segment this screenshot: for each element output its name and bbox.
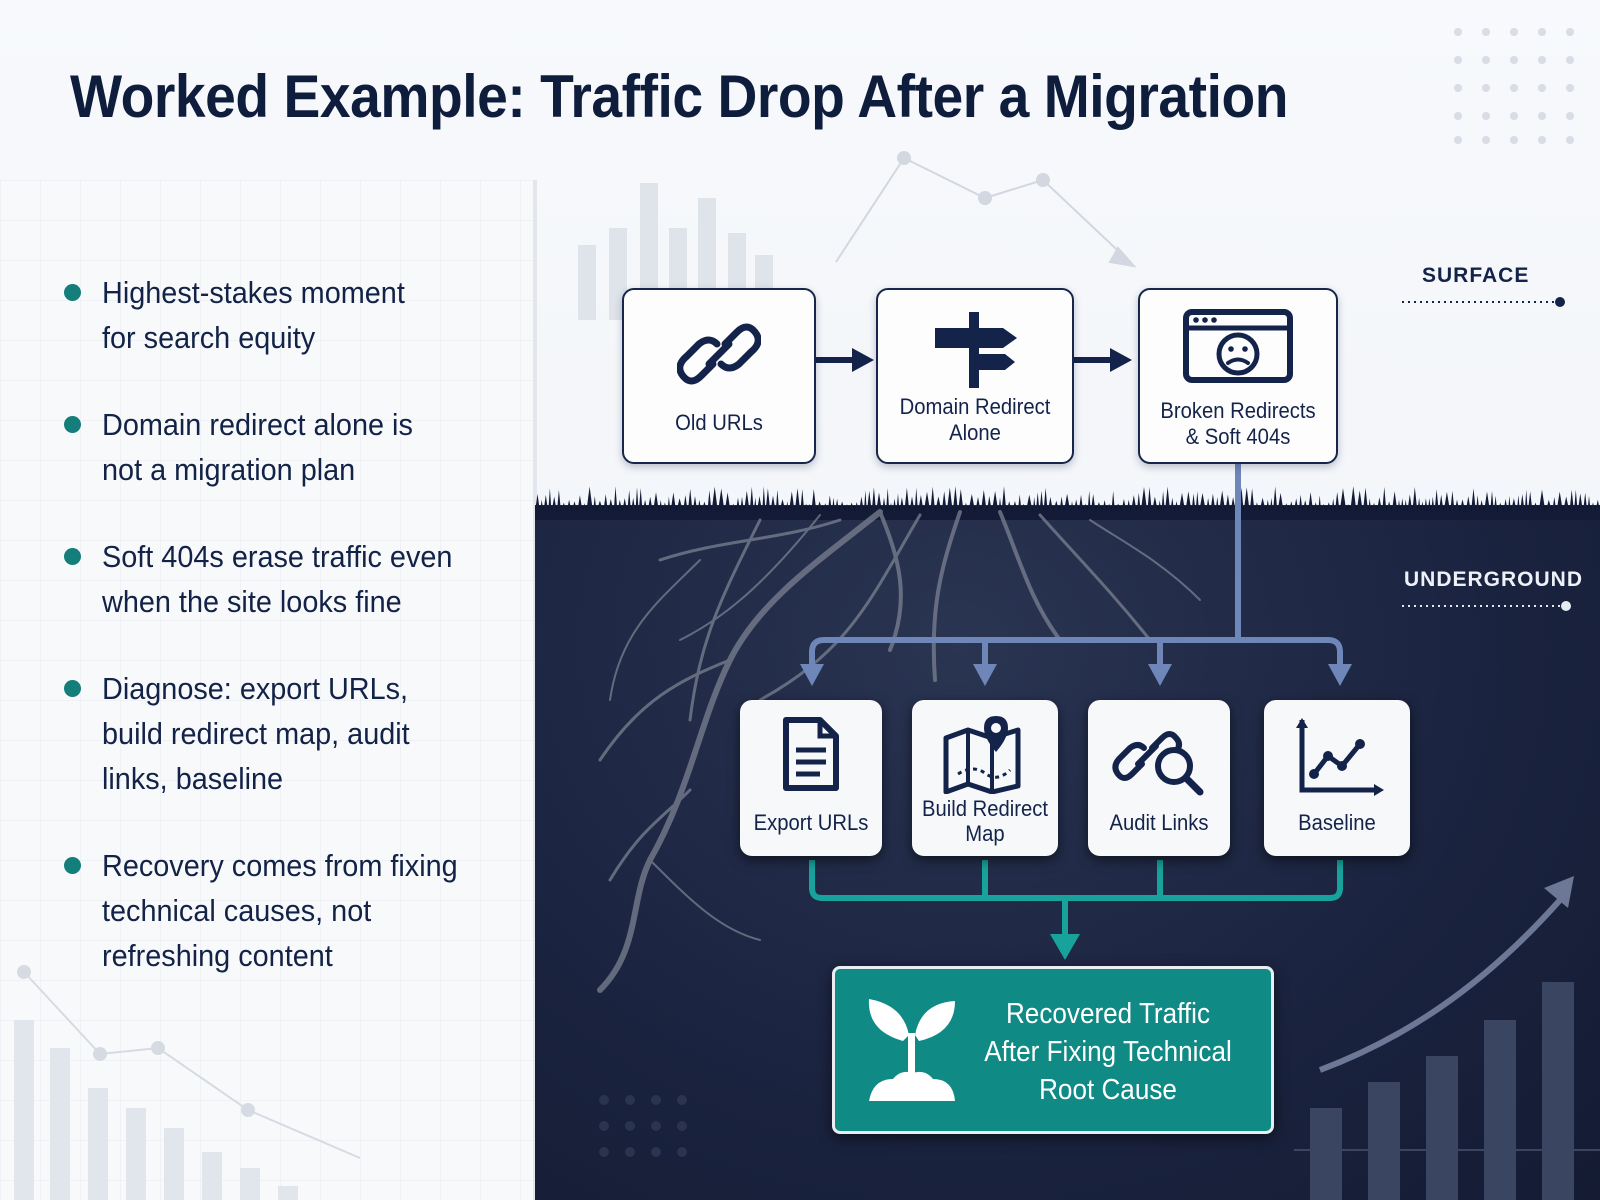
surface-arrows (812, 348, 1132, 372)
node-audit-links: Audit Links (1088, 700, 1230, 856)
bullet-text: Soft 404s erase traffic even when the si… (102, 539, 453, 619)
node-domain-redirect: Domain Redirect Alone (876, 288, 1074, 464)
node-label: Broken Redirects & Soft 404s (1160, 398, 1316, 449)
left-panel-grid (0, 180, 535, 1200)
node-baseline: Baseline (1264, 700, 1410, 856)
map-pin-icon (943, 716, 1021, 794)
node-build-redirect-map: Build Redirect Map (912, 700, 1058, 856)
node-label: Old URLs (675, 410, 763, 435)
node-label: Domain Redirect Alone (899, 394, 1051, 445)
surface-marker (1402, 297, 1565, 307)
line-chart-icon (1296, 718, 1384, 796)
bullet-list: Highest-stakes moment for search equity … (62, 270, 532, 978)
node-recovered-traffic: Recovered Traffic After Fixing Technical… (832, 966, 1274, 1134)
node-label: Baseline (1298, 810, 1376, 835)
dot-grid-top-right (1454, 28, 1574, 144)
bullet-text: Highest-stakes moment for search equity (102, 275, 405, 355)
bullet-text: Recovery comes from fixing technical cau… (102, 848, 458, 973)
outcome-connector (809, 860, 1343, 940)
bullet-dot (64, 284, 81, 301)
underground-marker (1402, 601, 1571, 611)
chain-link-icon (677, 323, 761, 385)
sad-browser-icon (1183, 309, 1293, 383)
grass-band (535, 486, 1600, 520)
outcome-arrowhead (1050, 934, 1080, 960)
underground-label: UNDERGROUND (1404, 568, 1583, 591)
node-label: Export URLs (753, 810, 869, 835)
signpost-icon (935, 312, 1017, 388)
page-title: Worked Example: Traffic Drop After a Mig… (70, 63, 1288, 130)
faded-line-chart-top (835, 151, 1137, 268)
node-label: Recovered Traffic After Fixing Technical… (984, 998, 1232, 1106)
sprout-icon (868, 999, 955, 1101)
node-old-urls: Old URLs (622, 288, 816, 464)
bullet-dot (64, 857, 81, 874)
roots (597, 509, 1201, 993)
document-icon (783, 717, 839, 791)
surface-label: SURFACE (1422, 264, 1530, 287)
left-panel (0, 180, 535, 1200)
bullet-dot (64, 680, 81, 697)
bullet-item: Recovery comes from fixing technical cau… (62, 843, 532, 978)
bullet-text: Domain redirect alone is not a migration… (102, 407, 413, 487)
bullet-item: Soft 404s erase traffic even when the si… (62, 534, 532, 624)
bullet-dot (64, 416, 81, 433)
diagnose-arrowheads (800, 664, 1352, 686)
bullet-item: Highest-stakes moment for search equity (62, 270, 532, 360)
dot-grid-bottom (599, 1095, 687, 1157)
faded-growth-chart (1294, 876, 1600, 1200)
faded-bar-chart-bottom-left (14, 1020, 298, 1200)
bullet-dot (64, 548, 81, 565)
node-broken-redirects: Broken Redirects & Soft 404s (1138, 288, 1338, 464)
node-label: Build Redirect Map (921, 796, 1048, 846)
link-search-icon (1112, 731, 1204, 796)
bullet-text: Diagnose: export URLs, build redirect ma… (102, 671, 410, 796)
bullet-item: Diagnose: export URLs, build redirect ma… (62, 666, 532, 801)
diagnose-connector (809, 462, 1343, 668)
bullet-item: Domain redirect alone is not a migration… (62, 402, 532, 492)
faded-line-chart-bottom-left (17, 965, 361, 1159)
node-label: Audit Links (1109, 810, 1209, 835)
node-export-urls: Export URLs (740, 700, 882, 856)
